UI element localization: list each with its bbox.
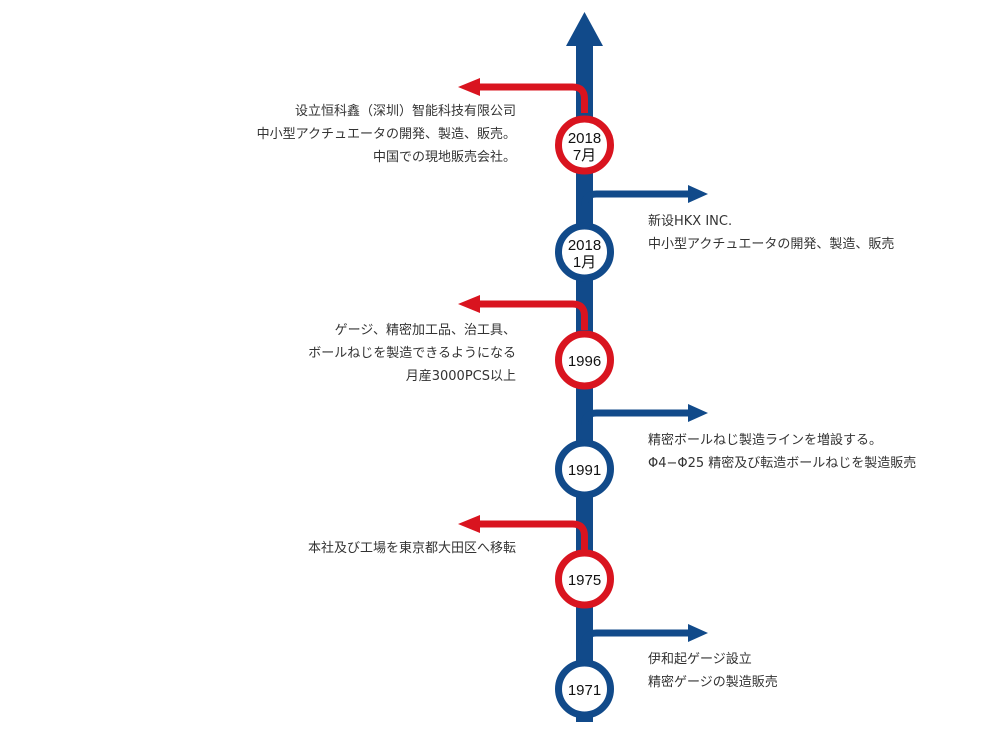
timeline-node-1996: 1996 bbox=[555, 330, 614, 390]
timeline-up-arrow-icon bbox=[566, 12, 603, 46]
event-description-1996: ゲージ、精密加工品、治工具、ボールねじを製造できるようになる月産3000PCS以… bbox=[308, 319, 516, 388]
event-description-2018-01: 新设HKX INC. 中小型アクチュエータの開発、製造、販売 bbox=[648, 210, 894, 256]
branch-arrow-icon-1991 bbox=[688, 404, 708, 422]
node-circle bbox=[555, 222, 614, 282]
node-year: 1971 bbox=[568, 682, 601, 699]
branch-line-2018-01 bbox=[581, 190, 690, 220]
event-description-line: 中小型アクチュエータの開発、製造、販売。 bbox=[256, 127, 516, 142]
branch-line-1996 bbox=[478, 300, 588, 330]
branch-arrow-icon-2018-07 bbox=[458, 78, 480, 96]
event-description-1991: 精密ボールねじ製造ラインを増設する。 Φ4−Φ25 精密及び転造ボールねじを製造販… bbox=[648, 429, 916, 475]
timeline-node-1971: 1971 bbox=[555, 659, 614, 719]
event-description-1975: 本社及び工場を東京都大田区へ移転 bbox=[308, 537, 516, 560]
node-year: 1996 bbox=[568, 353, 601, 370]
node-year: 1975 bbox=[568, 572, 601, 589]
event-description-line: 新设HKX INC. bbox=[648, 214, 733, 229]
branch-arrow-icon-2018-01 bbox=[688, 185, 708, 203]
branch-line-1971 bbox=[581, 629, 690, 659]
event-description-line: 中国での現地販売会社。 bbox=[372, 150, 516, 165]
event-description-line: ボールねじを製造できるようになる bbox=[308, 346, 516, 361]
timeline-node-1991: 1991 bbox=[555, 439, 614, 499]
branch-arrow-icon-1971 bbox=[688, 624, 708, 642]
node-circle bbox=[555, 115, 614, 175]
event-description-line: 中小型アクチュエータの開発、製造、販売 bbox=[648, 237, 895, 252]
event-description-line: 月産3000PCS以上 bbox=[405, 369, 516, 384]
node-year: 2018 bbox=[568, 237, 601, 254]
node-year: 1991 bbox=[568, 462, 601, 479]
node-month: 1月 bbox=[573, 254, 596, 271]
branch-line-1991 bbox=[581, 409, 690, 439]
branch-line-1975 bbox=[478, 520, 588, 550]
node-year: 2018 bbox=[568, 130, 601, 147]
node-circle bbox=[555, 659, 614, 719]
event-description-line: 精密ボールねじ製造ラインを増設する。 bbox=[648, 433, 883, 448]
event-description-line: ゲージ、精密加工品、治工具、 bbox=[334, 323, 516, 338]
event-description-line: Φ4−Φ25 精密及び転造ボールねじを製造販売 bbox=[648, 456, 917, 471]
event-description-line: 本社及び工場を東京都大田区へ移転 bbox=[307, 541, 516, 556]
node-circle bbox=[555, 330, 614, 390]
event-description-line: 精密ゲージの製造販売 bbox=[648, 675, 778, 690]
event-description-2018-07: 设立恒科鑫（深圳）智能科技有限公司中小型アクチュエータの開発、製造、販売。中国で… bbox=[257, 100, 516, 169]
branch-line-2018-07 bbox=[478, 83, 588, 113]
node-circle bbox=[555, 439, 614, 499]
branch-arrow-icon-1996 bbox=[458, 295, 480, 313]
event-description-1971: 伊和起ゲージ設立精密ゲージの製造販売 bbox=[648, 648, 778, 694]
node-circle bbox=[555, 549, 614, 609]
timeline-node-1975: 1975 bbox=[555, 549, 614, 609]
event-description-line: 伊和起ゲージ設立 bbox=[648, 652, 752, 667]
event-description-line: 设立恒科鑫（深圳）智能科技有限公司 bbox=[294, 104, 516, 119]
node-month: 7月 bbox=[573, 147, 596, 164]
branch-arrow-icon-1975 bbox=[458, 515, 480, 533]
